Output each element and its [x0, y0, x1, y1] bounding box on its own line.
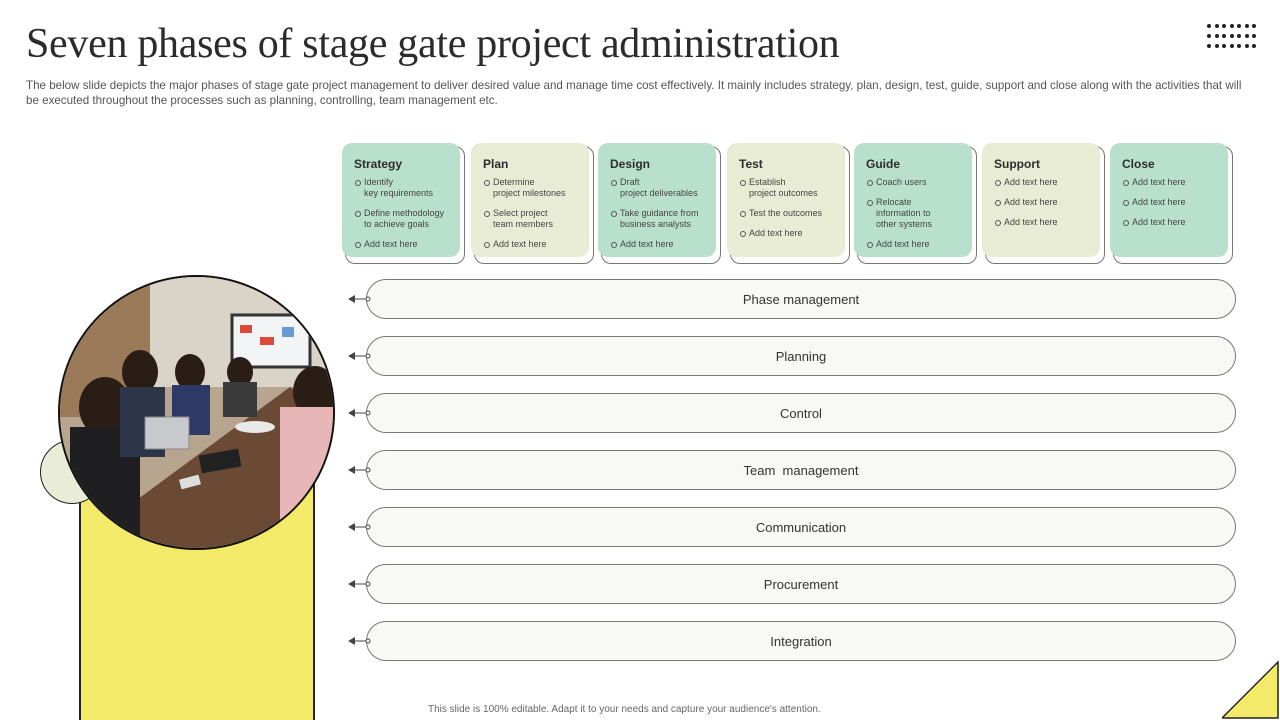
- phase-activity: Add text here: [610, 239, 714, 250]
- arrow-left-icon: [346, 522, 372, 532]
- phase-activity: Test the outcomes: [739, 208, 843, 219]
- phase-title: Close: [1122, 157, 1226, 171]
- phase-title: Guide: [866, 157, 970, 171]
- phase-activity: Add text here: [354, 239, 458, 250]
- phase-title: Support: [994, 157, 1098, 171]
- phase-activity: Select project team members: [483, 208, 587, 230]
- phase-activity: Add text here: [994, 197, 1098, 208]
- arrow-left-icon: [346, 408, 372, 418]
- phase-title: Design: [610, 157, 714, 171]
- team-meeting-photo: [58, 275, 335, 550]
- phase-title: Strategy: [354, 157, 458, 171]
- activity-bar: Team management: [366, 450, 1236, 490]
- activity-bar: Communication: [366, 507, 1236, 547]
- arrow-left-icon: [346, 465, 372, 475]
- arrow-left-icon: [346, 351, 372, 361]
- arrow-left-icon: [346, 579, 372, 589]
- phase-activity: Relocate information to other systems: [866, 197, 970, 230]
- phase-activity: Add text here: [1122, 217, 1226, 228]
- activity-bar: Planning: [366, 336, 1236, 376]
- activity-bar: Integration: [366, 621, 1236, 661]
- phase-activity: Determine project milestones: [483, 177, 587, 199]
- phase-activity: Identify key requirements: [354, 177, 458, 199]
- phase-activity: Add text here: [1122, 177, 1226, 188]
- phase-activity: Add text here: [994, 177, 1098, 188]
- activity-bar: Control: [366, 393, 1236, 433]
- phase-activity: Define methodology to achieve goals: [354, 208, 458, 230]
- phase-activity: Take guidance from business analysts: [610, 208, 714, 230]
- slide-subtitle: The below slide depicts the major phases…: [26, 78, 1256, 108]
- activity-bar: Procurement: [366, 564, 1236, 604]
- activity-bar: Phase management: [366, 279, 1236, 319]
- phase-title: Plan: [483, 157, 587, 171]
- phase-activity: Add text here: [483, 239, 587, 250]
- corner-triangle: [1222, 660, 1280, 720]
- phase-activity: Draft project deliverables: [610, 177, 714, 199]
- slide-title: Seven phases of stage gate project admin…: [26, 20, 839, 68]
- phase-title: Test: [739, 157, 843, 171]
- arrow-left-icon: [346, 636, 372, 646]
- menu-dots-icon: [1207, 24, 1259, 52]
- phase-activity: Add text here: [994, 217, 1098, 228]
- footnote: This slide is 100% editable. Adapt it to…: [428, 704, 821, 715]
- arrow-left-icon: [346, 294, 372, 304]
- phase-activity: Coach users: [866, 177, 970, 188]
- phase-activity: Add text here: [739, 228, 843, 239]
- phase-activity: Add text here: [1122, 197, 1226, 208]
- phase-activity: Establish project outcomes: [739, 177, 843, 199]
- phase-activity: Add text here: [866, 239, 970, 250]
